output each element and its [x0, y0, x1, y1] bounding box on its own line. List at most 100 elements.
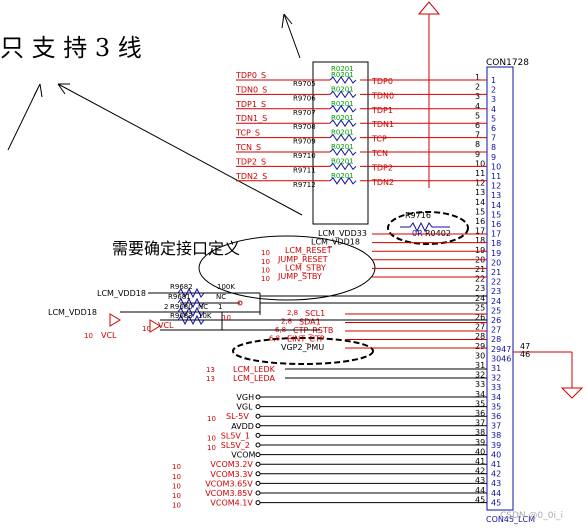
connector-pin-right: 45	[491, 498, 501, 507]
power-net-ref: 10	[172, 502, 181, 510]
power-net-label: SL5V_2	[221, 441, 250, 450]
power-net-ref: 10	[207, 434, 216, 442]
lcm-net-rows: LCM_VDD33LCM_VDD18LCM_RESET10JUMP_RESET1…	[261, 229, 487, 283]
connector-pin-left: 44	[475, 486, 485, 495]
connector-pin-left: 42	[475, 467, 485, 476]
mid-net-ref: 2,8	[281, 318, 292, 326]
lcm-net-label: JUMP_STBY	[277, 272, 322, 281]
connector-pin-right: 10	[491, 162, 501, 171]
connector-pin-right: 2947	[491, 345, 511, 354]
connector-pin-right: 43	[491, 479, 501, 488]
top-net-left: TDN1_S	[235, 114, 267, 123]
connector-pin-left: 29	[475, 342, 485, 351]
r9716-resistor	[400, 221, 450, 233]
r9680-value: NC	[198, 303, 208, 311]
connector-pin-right: 37	[491, 422, 501, 431]
lcm-net-label: LCM_VDD33	[318, 229, 367, 238]
connector-pin-right: 36	[491, 412, 501, 421]
connector-pin-left: 33	[475, 380, 485, 389]
connector-pin-right: 1	[491, 76, 496, 85]
ref-10-c: 10	[142, 325, 151, 333]
connector-pin-right: 7	[491, 134, 496, 143]
connector-pin-right: 17	[491, 230, 501, 239]
power-net-label: VCOM3.3V	[210, 470, 253, 479]
power-net-label: VGH	[236, 393, 254, 402]
connector-pin-right: 32	[491, 374, 501, 383]
dashed-ellipse-vgp2	[232, 337, 374, 365]
connector-pin-left: 11	[475, 169, 485, 178]
connector-pin-right: 3046	[491, 354, 511, 363]
top-net-right: TDP2	[371, 163, 393, 172]
connector-pin-left: 39	[475, 438, 485, 447]
led-net-label: LCM_LEDA	[233, 374, 275, 383]
top-net-left: TDP2_S	[235, 157, 266, 166]
connector-pin-left: 24	[475, 294, 485, 303]
ground-arrow-right	[513, 351, 584, 399]
connector-pin-right: 42	[491, 470, 501, 479]
connector-bottom-name: CON45_LCM	[486, 515, 535, 524]
mid-net-label: EINT_CTP	[287, 335, 325, 344]
lcm-net-label: JUMP_RESET	[277, 255, 328, 264]
resistor-array-box	[312, 61, 369, 225]
ref-10-b: 10	[84, 332, 93, 340]
top-resistor-ref: R9712	[293, 181, 316, 189]
connector-pin-left: 7	[475, 131, 480, 140]
led-net-ref: 13	[206, 366, 215, 374]
top-net-left: TDP0_S	[235, 71, 266, 80]
connector-pin-right: 34	[491, 393, 501, 402]
connector-pin-right: 8	[491, 143, 496, 152]
left-resistor-network	[109, 287, 487, 333]
top-chip-label: R0201	[331, 129, 354, 137]
mid-net-label: VGP2_PMU	[281, 343, 324, 352]
connector-pin-left: 28	[475, 332, 485, 341]
lcm-net-label: LCM_VDD18	[311, 238, 360, 247]
top-resistor-ref: R9706	[293, 94, 316, 102]
top-resistor-ref: R9711	[293, 166, 316, 174]
lcm-net-ref: 10	[261, 249, 270, 257]
top-resistor-ref: R9710	[293, 152, 316, 160]
connector-pin-right: 41	[491, 460, 501, 469]
top-resistor-ref: R9707	[293, 109, 316, 117]
connector-pin-left: 27	[475, 323, 485, 332]
power-net-label: VGL	[236, 403, 253, 412]
connector-pin-right: 22	[491, 278, 501, 287]
connector-pin-right: 5	[491, 114, 496, 123]
top-chip-label: R0201	[331, 157, 354, 165]
power-arrow-top	[417, 1, 441, 188]
power-net-label: SL5V_1	[221, 431, 250, 440]
top-net-left: TDN2_S	[235, 172, 267, 181]
power-net-rows: VGHVGLSL-5V10AVDDSL5V_110SL5V_210VCOMVCO…	[172, 393, 487, 510]
connector-pin-right: 2	[491, 86, 496, 95]
lcm-net-ref: 10	[261, 258, 270, 266]
top-block-header: R0201	[331, 65, 354, 73]
power-net-ref: 10	[172, 463, 181, 471]
power-net-label: VCOM3.2V	[210, 460, 253, 469]
top-chip-label: R0201	[331, 172, 354, 180]
annotation-arrows	[7, 13, 303, 216]
connector-pin-right: 33	[491, 383, 501, 392]
connector-pin-right: 20	[491, 258, 501, 267]
top-net-right: TDN1	[371, 120, 394, 129]
power-net-ref: 10	[172, 492, 181, 500]
top-net-right: TDN0	[371, 91, 394, 100]
connector-pin-right: 9	[491, 153, 496, 162]
connector-pin-right: 25	[491, 306, 501, 315]
connector-pin-right: 16	[491, 220, 501, 229]
power-net-ref: 10	[207, 415, 216, 423]
connector-pin-left: 5	[475, 111, 480, 120]
power-net-label: VCOM	[231, 451, 255, 460]
connector-pin-right: 31	[491, 364, 501, 373]
mid-net-ref: 2,8	[287, 309, 298, 317]
r9683-name: R9683	[170, 312, 193, 320]
connector-pin-left: 32	[475, 371, 485, 380]
connector-pin-left: 8	[475, 140, 480, 149]
net-lcm-vdd18-b: LCM_VDD18	[48, 308, 97, 317]
r9681-name: R9681	[168, 293, 191, 301]
vcl-label-a: VCL	[158, 321, 174, 330]
power-net-label: AVDD	[231, 422, 254, 431]
connector-pin-left: 26	[475, 313, 485, 322]
top-chip-label: R0201	[331, 100, 354, 108]
connector-pin-left: 17	[475, 227, 485, 236]
mid-net-label: SDA1	[299, 318, 321, 327]
